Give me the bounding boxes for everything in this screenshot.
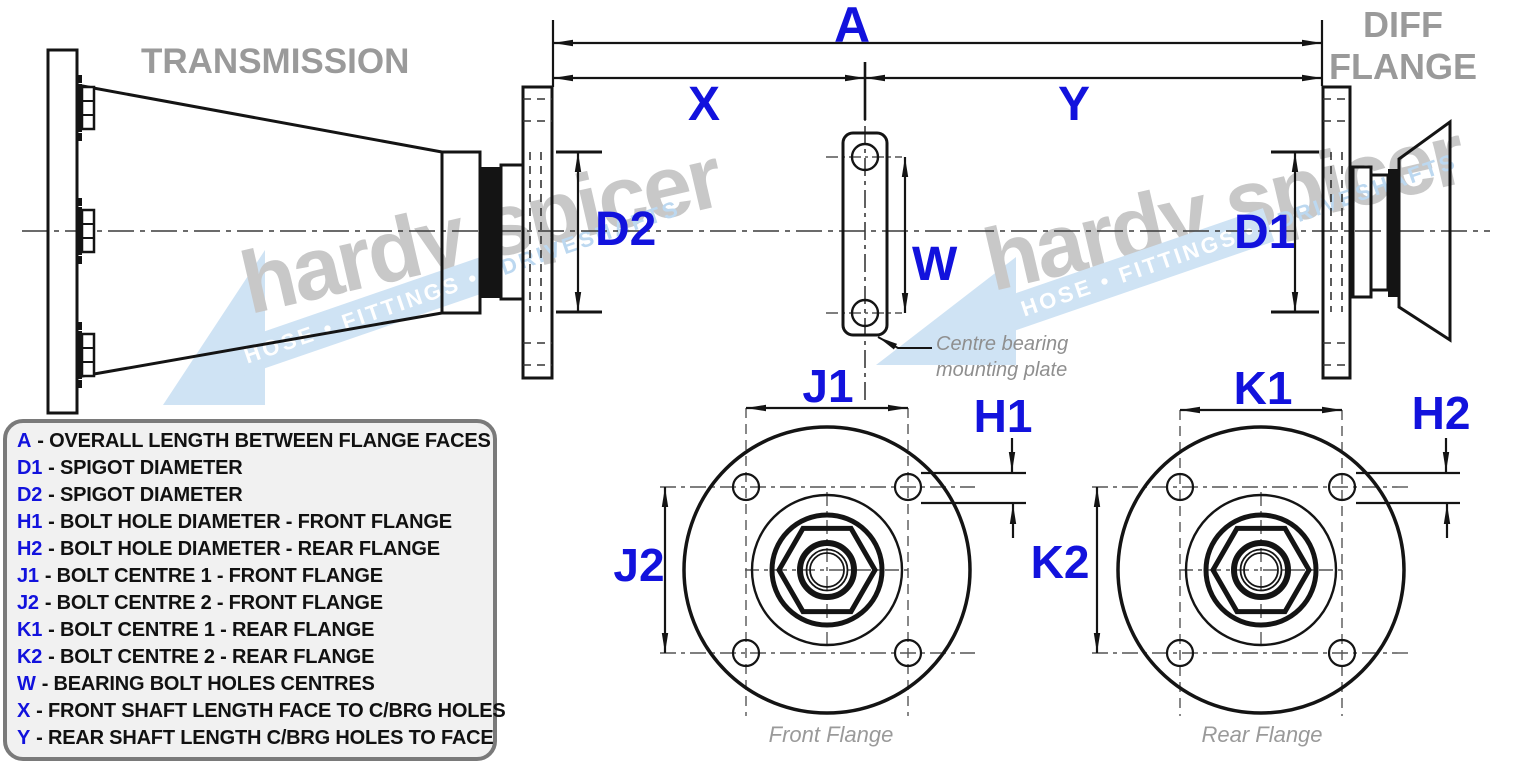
legend-desc: - BOLT CENTRE 1 - FRONT FLANGE bbox=[44, 565, 383, 587]
spigot-dimensions bbox=[556, 150, 1319, 314]
hex-nut bbox=[1210, 525, 1312, 615]
rear-flange-side-view bbox=[1321, 85, 1452, 380]
length-dimensions bbox=[551, 20, 1324, 313]
legend-code: D2 bbox=[17, 484, 43, 506]
centre-bearing-note-line2: mounting plate bbox=[936, 359, 1068, 381]
dim-label-Y: Y bbox=[1057, 78, 1091, 131]
legend-code: H2 bbox=[17, 538, 43, 560]
diff-flange-label: DIFF FLANGE bbox=[1329, 4, 1477, 89]
legend-code: A bbox=[17, 430, 32, 452]
rear-flange-face-view bbox=[1093, 406, 1460, 715]
legend-item-H2: H2- BOLT HOLE DIAMETER - REAR FLANGE bbox=[17, 536, 493, 563]
hidden-lines bbox=[523, 98, 552, 366]
legend-code: D1 bbox=[17, 457, 43, 479]
legend-desc: - SPIGOT DIAMETER bbox=[48, 484, 243, 506]
legend-desc: - BEARING BOLT HOLES CENTRES bbox=[41, 673, 375, 695]
dim-label-J1: J1 bbox=[802, 360, 854, 412]
centre-bearing-plate bbox=[841, 131, 932, 350]
bolt-hole bbox=[893, 472, 923, 502]
legend-box: A- OVERALL LENGTH BETWEEN FLANGE FACES D… bbox=[3, 419, 506, 761]
legend-desc: - BOLT CENTRE 2 - FRONT FLANGE bbox=[44, 592, 383, 614]
legend-item-Y: Y- REAR SHAFT LENGTH C/BRG HOLES TO FACE bbox=[17, 725, 494, 752]
front-flange-face-view bbox=[661, 404, 1026, 715]
rear-flange-caption: Rear Flange bbox=[1201, 722, 1323, 747]
transmission-label: TRANSMISSION bbox=[141, 42, 410, 81]
centre-bearing-note: Centre bearing mounting plate bbox=[936, 331, 1068, 383]
front-flange-side-view bbox=[440, 85, 554, 380]
leader-arrow bbox=[877, 336, 932, 350]
dim-label-D2: D2 bbox=[595, 203, 657, 256]
dim-label-X: X bbox=[687, 78, 721, 131]
dim-label-K1: K1 bbox=[1233, 362, 1293, 414]
legend-code: K2 bbox=[17, 646, 43, 668]
legend-code: J2 bbox=[17, 592, 39, 614]
diff-flange-line2: FLANGE bbox=[1329, 46, 1477, 88]
legend-desc: - BOLT CENTRE 1 - REAR FLANGE bbox=[48, 619, 375, 641]
dim-label-K2: K2 bbox=[1030, 536, 1090, 588]
centre-bearing-note-line1: Centre bearing bbox=[936, 333, 1069, 355]
transmission-bolts bbox=[76, 75, 96, 388]
legend-item-K2: K2- BOLT CENTRE 2 - REAR FLANGE bbox=[17, 644, 493, 671]
dim-label-A: A bbox=[833, 0, 871, 53]
bolt-hole bbox=[1165, 472, 1195, 502]
legend-item-A: A- OVERALL LENGTH BETWEEN FLANGE FACES bbox=[17, 428, 493, 455]
dim-label-D1: D1 bbox=[1234, 206, 1296, 259]
legend-item-H1: H1- BOLT HOLE DIAMETER - FRONT FLANGE bbox=[17, 509, 493, 536]
diff-flange-line1: DIFF bbox=[1363, 4, 1443, 45]
hidden-lines bbox=[1323, 98, 1350, 366]
legend-desc: - BOLT CENTRE 2 - REAR FLANGE bbox=[48, 646, 375, 668]
legend-item-D2: D2- SPIGOT DIAMETER bbox=[17, 482, 493, 509]
legend-desc: - SPIGOT DIAMETER bbox=[48, 457, 243, 479]
legend-code: Y bbox=[17, 727, 31, 749]
dim-label-H1: H1 bbox=[973, 390, 1033, 442]
legend-item-J1: J1- BOLT CENTRE 1 - FRONT FLANGE bbox=[17, 563, 493, 590]
bolt-hole bbox=[1327, 472, 1357, 502]
legend-code: W bbox=[17, 673, 36, 695]
bolt-hole bbox=[1165, 638, 1195, 668]
dim-label-J2: J2 bbox=[613, 539, 665, 591]
front-flange-caption: Front Flange bbox=[768, 722, 894, 747]
dim-label-W: W bbox=[912, 238, 958, 291]
legend-desc: - BOLT HOLE DIAMETER - REAR FLANGE bbox=[48, 538, 440, 560]
bolt-hole bbox=[731, 472, 761, 502]
legend-item-D1: D1- SPIGOT DIAMETER bbox=[17, 455, 493, 482]
legend-code: K1 bbox=[17, 619, 43, 641]
dim-label-H2: H2 bbox=[1411, 387, 1471, 439]
legend-desc: - OVERALL LENGTH BETWEEN FLANGE FACES bbox=[37, 430, 491, 452]
legend-item-J2: J2- BOLT CENTRE 2 - FRONT FLANGE bbox=[17, 590, 493, 617]
legend-item-X: X- FRONT SHAFT LENGTH FACE TO C/BRG HOLE… bbox=[17, 698, 506, 725]
legend-desc: - FRONT SHAFT LENGTH FACE TO C/BRG HOLES bbox=[36, 700, 506, 722]
bolt-hole bbox=[893, 638, 923, 668]
bolt-hole bbox=[731, 638, 761, 668]
legend-desc: - REAR SHAFT LENGTH C/BRG HOLES TO FACE bbox=[36, 727, 494, 749]
legend-code: H1 bbox=[17, 511, 43, 533]
hex-nut bbox=[776, 525, 878, 615]
legend-code: J1 bbox=[17, 565, 39, 587]
legend-item-W: W- BEARING BOLT HOLES CENTRES bbox=[17, 671, 493, 698]
legend-code: X bbox=[17, 700, 31, 722]
bolt-hole bbox=[1327, 638, 1357, 668]
legend-item-K1: K1- BOLT CENTRE 1 - REAR FLANGE bbox=[17, 617, 493, 644]
legend-desc: - BOLT HOLE DIAMETER - FRONT FLANGE bbox=[48, 511, 452, 533]
